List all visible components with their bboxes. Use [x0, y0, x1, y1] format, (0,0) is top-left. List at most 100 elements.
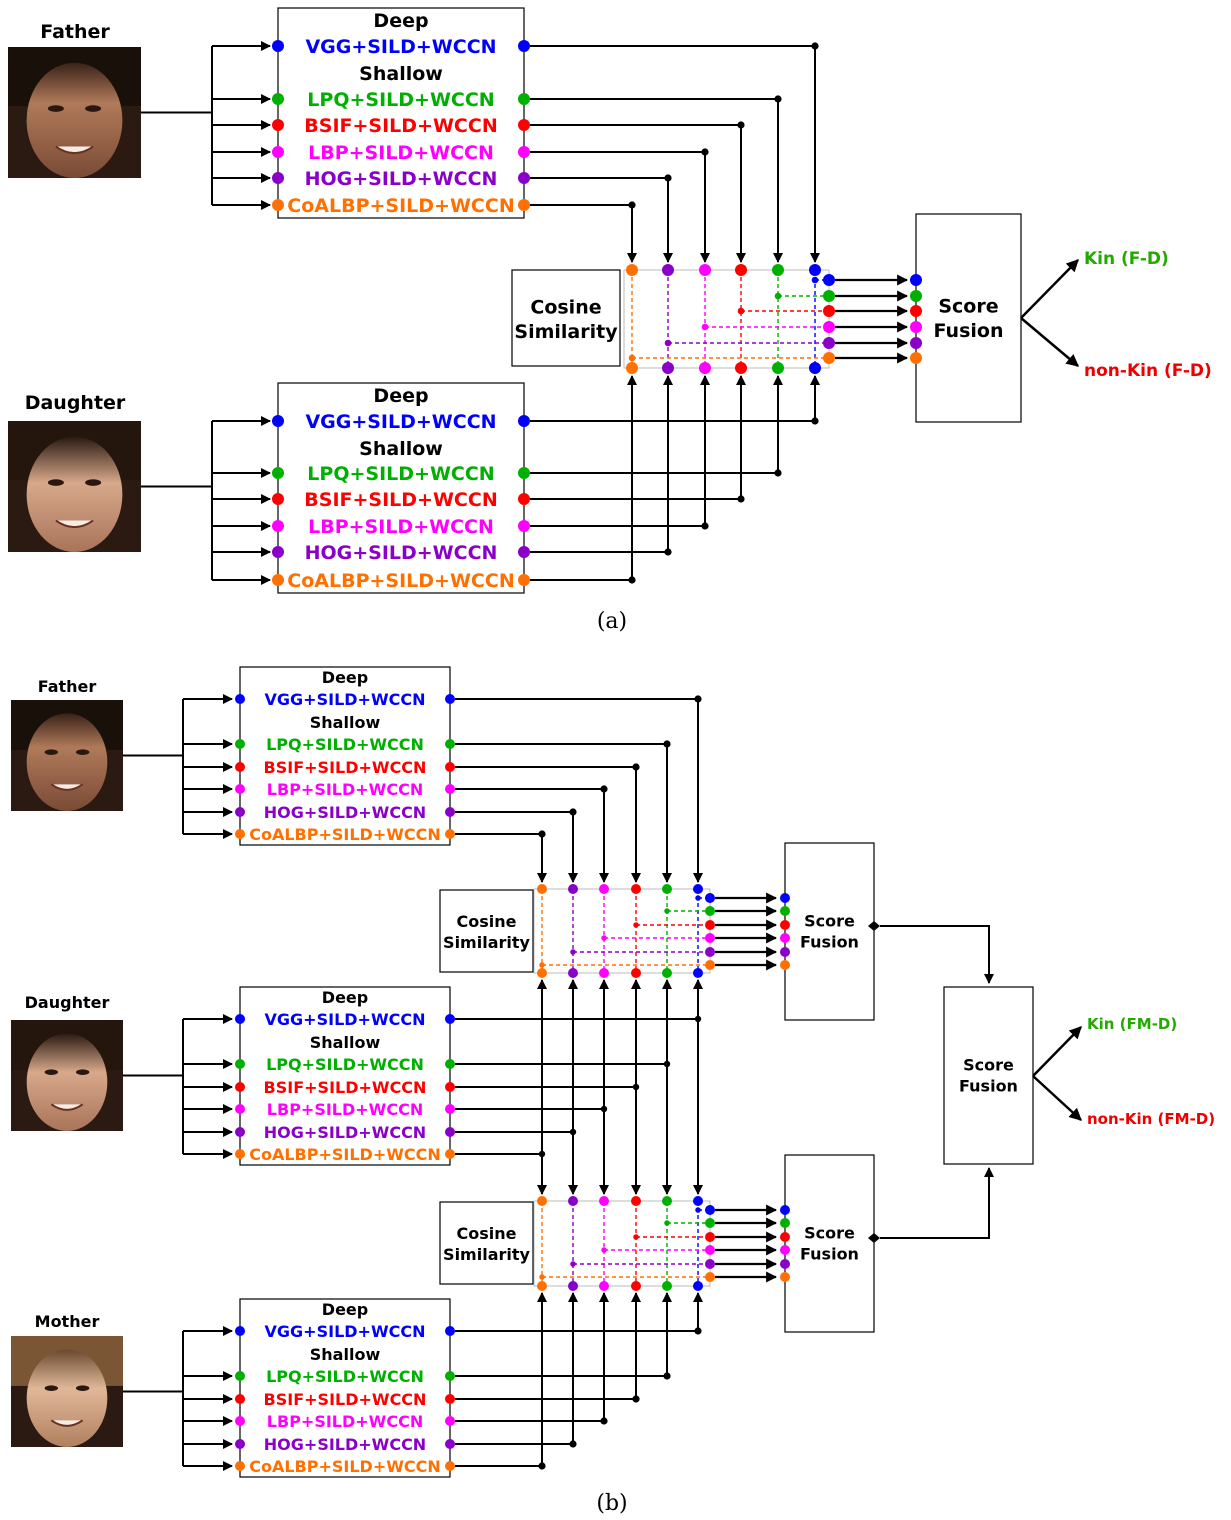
coalbp-bottom-dot [626, 362, 638, 374]
bsif-output-dot [518, 119, 530, 131]
coalbp-junction-dot [539, 962, 545, 968]
vgg-fusion-input-dot [910, 274, 922, 286]
coalbp-fusion-input-dot [780, 960, 790, 970]
person-label: Father [38, 677, 97, 696]
vgg-input-dot [235, 1014, 245, 1024]
right-eye [75, 1069, 90, 1075]
lpq-output-dot [518, 467, 530, 479]
lpq-output-dot [445, 1371, 455, 1381]
mother-photo [11, 1336, 123, 1448]
vgg-junction-dot [695, 1207, 701, 1213]
routes-from-top [455, 695, 703, 883]
non-kin-arrow [1032, 1075, 1082, 1121]
cosine-similarity-box [439, 1201, 534, 1285]
bsif-output-dot [445, 762, 455, 772]
hog-fusion-source-dot [823, 337, 835, 349]
lbp-top-dot [599, 884, 609, 894]
coalbp-fusion-source-dot [823, 352, 835, 364]
grid-frame [533, 1200, 711, 1287]
hog-output-dot [518, 546, 530, 558]
hog-feature-label: HOG+SILD+WCCN [305, 168, 498, 190]
lpq-input-dot [272, 93, 284, 105]
cosine-label-line2: Similarity [443, 1245, 530, 1264]
bsif-junction-dot [737, 307, 745, 315]
vgg-fusion-input-dot [780, 1205, 790, 1215]
coalbp-input-dot [235, 829, 245, 839]
vgg-fusion-input-dot [780, 893, 790, 903]
bsif-fusion-source-dot [705, 920, 715, 930]
daughter-photo [8, 421, 141, 552]
lpq-junction-dot [664, 1220, 670, 1226]
coalbp-top-dot [537, 1196, 547, 1206]
bsif-bottom-dot [631, 968, 641, 978]
hog-fusion-input-dot [780, 947, 790, 957]
lbp-junction-dot [601, 1247, 607, 1253]
daughter-routes [455, 979, 703, 1195]
lpq-bottom-dot [662, 1281, 672, 1291]
lbp-input-dot [235, 1104, 245, 1114]
hog-junction-dot [570, 1261, 576, 1267]
bsif-output-dot [518, 493, 530, 505]
vgg-input-dot [272, 415, 284, 427]
smile [55, 519, 94, 529]
lpq-input-dot [272, 467, 284, 479]
lpq-input-dot [235, 739, 245, 749]
person-label: Father [40, 21, 110, 43]
lpq-fusion-source-dot [705, 1218, 715, 1228]
lpq-output-dot [445, 739, 455, 749]
bsif-fusion-input-dot [780, 1232, 790, 1242]
cosine-label-line1: Cosine [530, 296, 601, 318]
hog-output-dot [445, 1127, 455, 1137]
bsif-fusion-input-dot [910, 305, 922, 317]
feature-box [239, 666, 451, 846]
lbp-junction-dot [701, 323, 709, 331]
grid-frame [623, 269, 830, 369]
coalbp-input-dot [272, 574, 284, 586]
right-eye [75, 749, 90, 755]
lbp-bottom-dot [699, 362, 711, 374]
bsif-input-dot [272, 119, 284, 131]
lpq-feature-label: LPQ+SILD+WCCN [307, 463, 494, 485]
score-fusion-line1: Score [804, 1224, 855, 1243]
hog-output-dot [445, 1439, 455, 1449]
coalbp-output-dot [518, 199, 530, 211]
deep-header: Deep [373, 10, 428, 32]
lpq-fusion-source-dot [823, 290, 835, 302]
deep-header: Deep [322, 988, 368, 1007]
lbp-top-dot [599, 1196, 609, 1206]
deep-header: Deep [322, 1300, 368, 1319]
bsif-fusion-input-dot [780, 920, 790, 930]
hog-feature-label: HOG+SILD+WCCN [264, 1435, 426, 1454]
bsif-output-dot [445, 1394, 455, 1404]
lbp-output-dot [445, 1416, 455, 1426]
face-skin [26, 62, 123, 178]
bsif-input-dot [235, 1082, 245, 1092]
vgg-input-dot [272, 40, 284, 52]
hog-fusion-input-dot [910, 337, 922, 349]
person-label: Mother [35, 1312, 100, 1331]
bsif-top-dot [631, 1196, 641, 1206]
vgg-feature-label: VGG+SILD+WCCN [265, 1322, 426, 1341]
lbp-fusion-input-dot [910, 321, 922, 333]
coalbp-input-dot [272, 199, 284, 211]
lpq-junction-dot [774, 292, 782, 300]
coalbp-feature-label: CoALBP+SILD+WCCN [287, 570, 514, 592]
feature-box [239, 1298, 451, 1478]
face-skin [26, 713, 108, 811]
score-fusion-line2: Fusion [800, 1245, 859, 1264]
daughter-photo [11, 1020, 123, 1132]
cosine-label-line2: Similarity [443, 933, 530, 952]
coalbp-output-dot [445, 1149, 455, 1159]
bsif-feature-label: BSIF+SILD+WCCN [264, 1390, 427, 1409]
feature-box [277, 7, 525, 219]
hog-top-dot [568, 884, 578, 894]
lbp-fusion-source-dot [705, 1245, 715, 1255]
lbp-output-dot [518, 520, 530, 532]
lpq-top-dot [662, 1196, 672, 1206]
left-eye [44, 1069, 59, 1075]
final-fusion-links [868, 921, 994, 1243]
shallow-header: Shallow [310, 1033, 381, 1052]
